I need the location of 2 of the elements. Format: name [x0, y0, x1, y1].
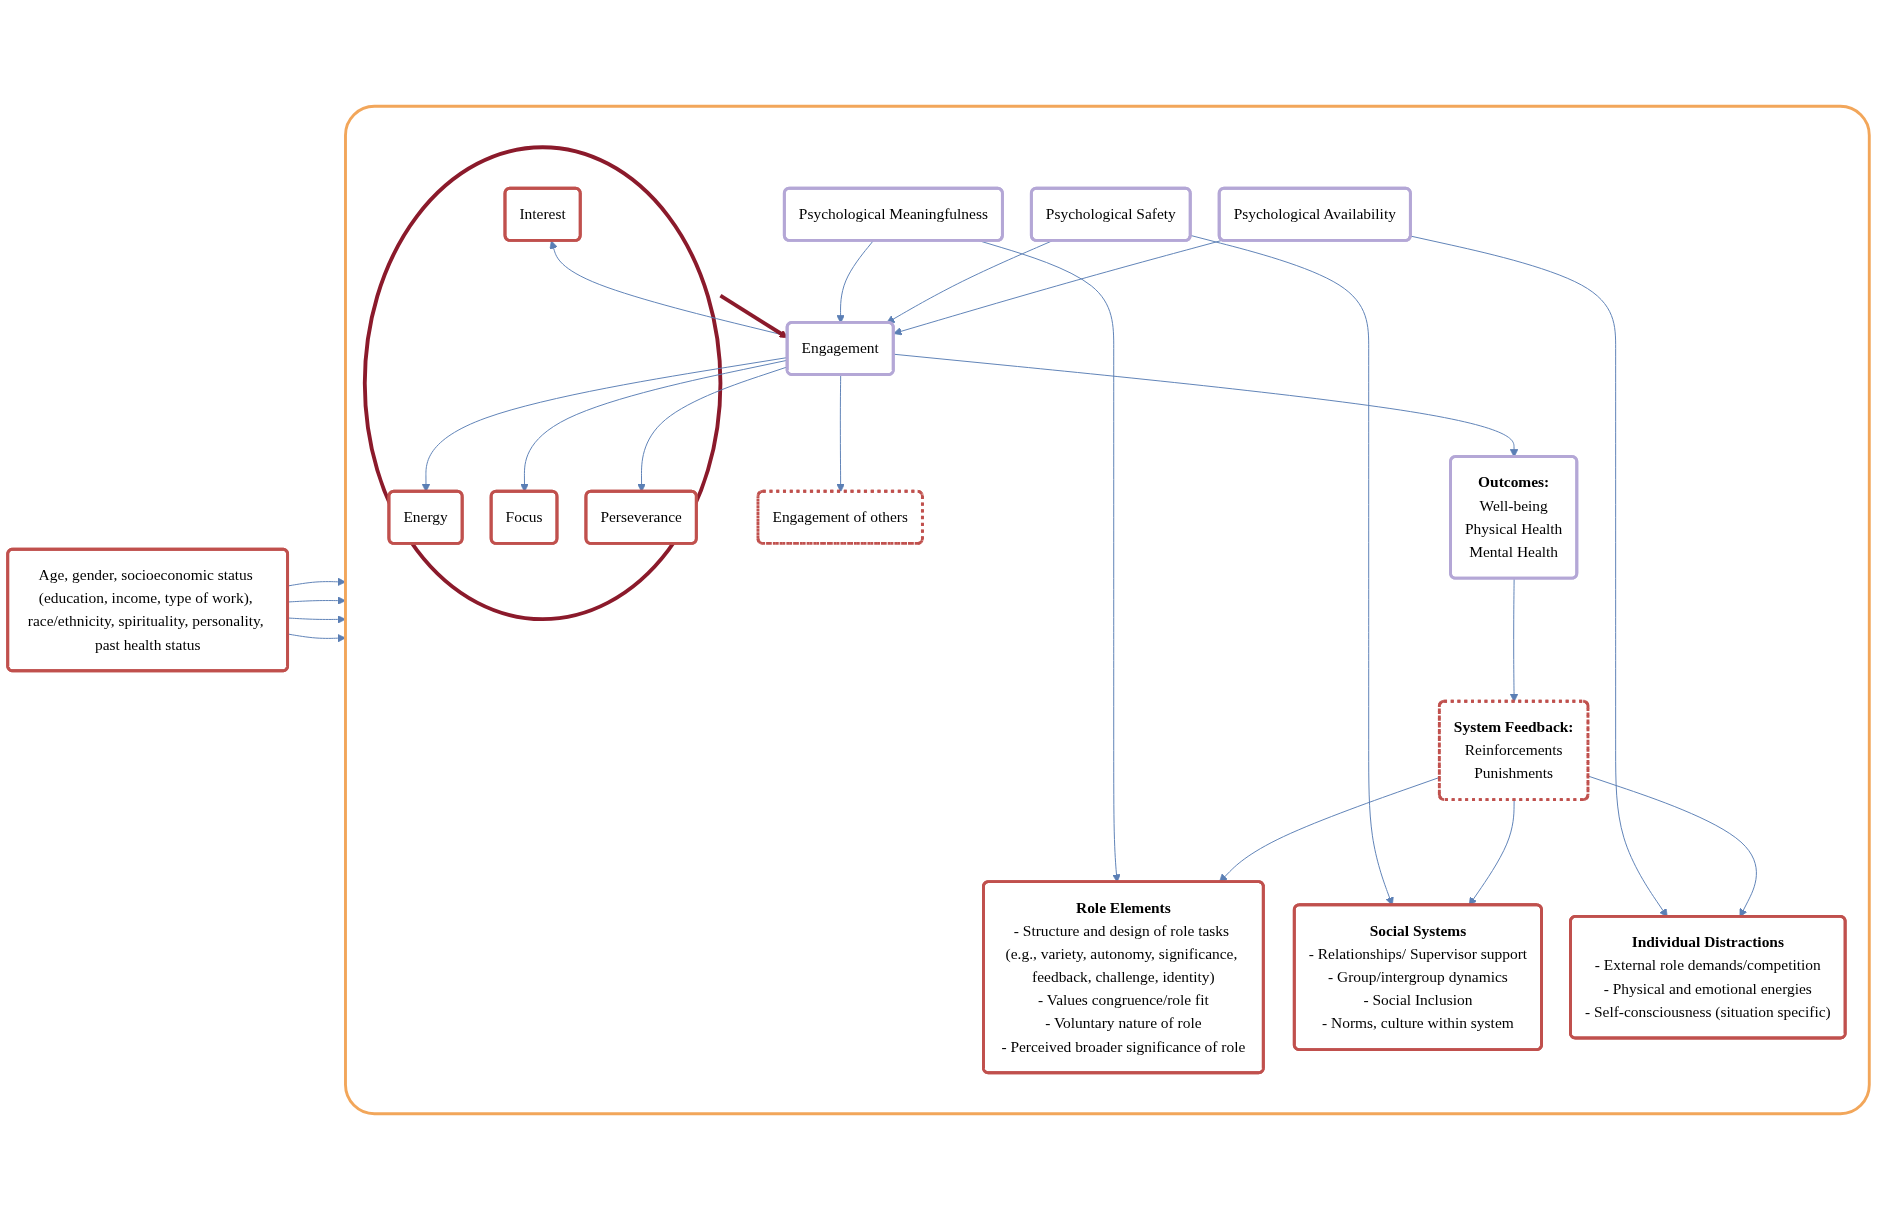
arrow — [719, 294, 788, 339]
cluster — [344, 104, 1871, 1116]
